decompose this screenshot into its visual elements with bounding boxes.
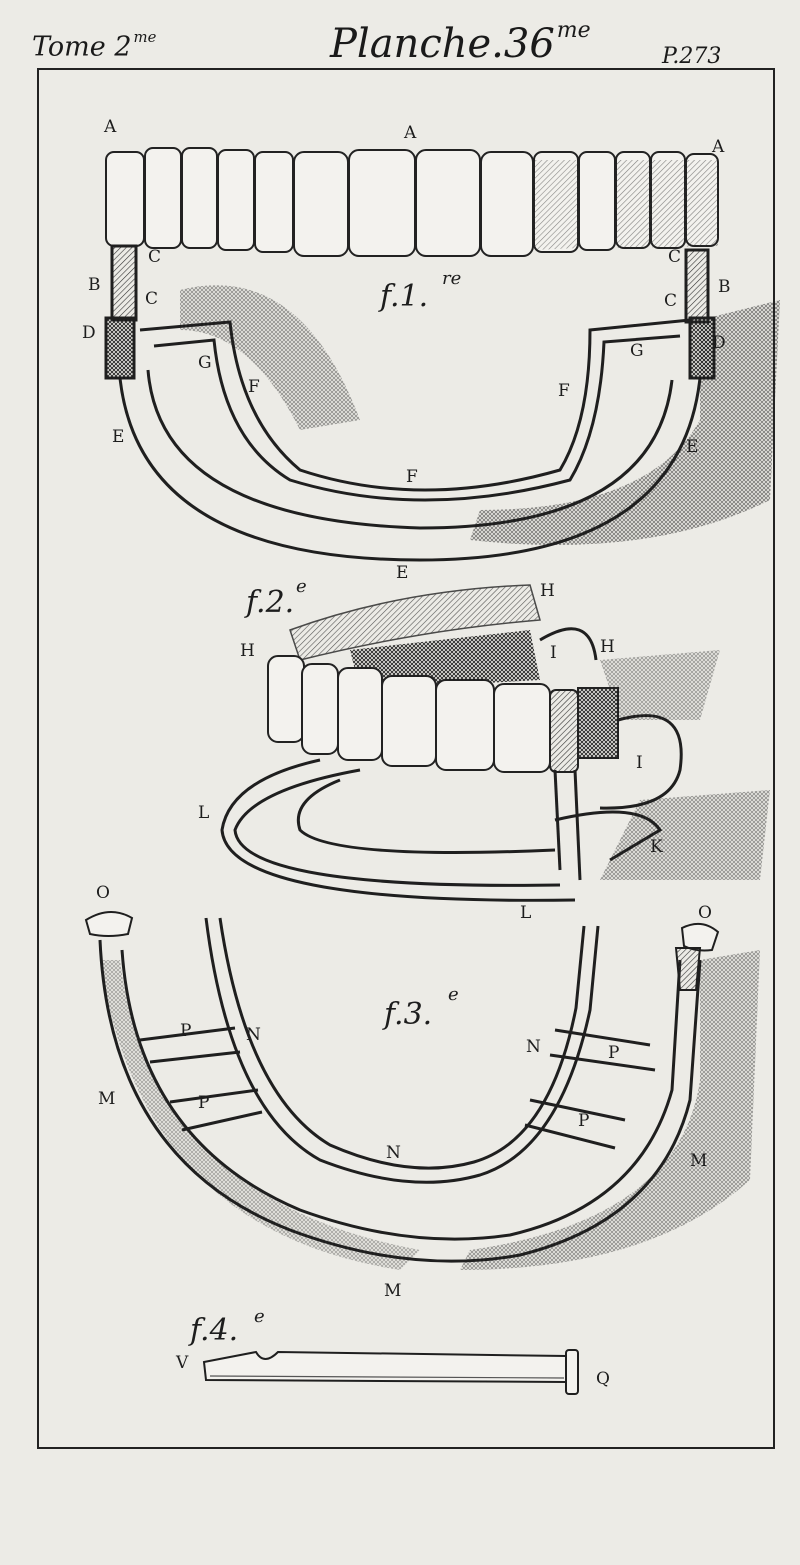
reference-letter-g: G bbox=[198, 353, 212, 373]
reference-letter-c: C bbox=[664, 291, 677, 311]
reference-letter-m: M bbox=[384, 1281, 401, 1301]
fig3-caption-sup: e bbox=[448, 984, 459, 1005]
fig2-caption: f.2. bbox=[244, 585, 294, 620]
reference-letter-a: A bbox=[403, 123, 417, 143]
fig1-caption: f.1. bbox=[378, 279, 428, 314]
reference-letter-e: E bbox=[686, 437, 698, 457]
fig2-labels: H H H I I K L L f.2. e bbox=[198, 576, 663, 923]
reference-letter-p: P bbox=[198, 1093, 209, 1113]
reference-letter-p: P bbox=[578, 1111, 589, 1131]
fig3-caption: f.3. bbox=[382, 997, 432, 1032]
fig4-caption: f.4. bbox=[188, 1313, 238, 1348]
reference-letter-g: G bbox=[630, 341, 644, 361]
reference-letter-p: P bbox=[608, 1043, 619, 1063]
figure-3-frame: O O M M M N N N P P P P f.3. e bbox=[84, 883, 760, 1301]
volume-text: Tome 2 bbox=[32, 31, 132, 63]
reference-letter-m: M bbox=[690, 1151, 707, 1171]
reference-letter-o: O bbox=[96, 883, 110, 903]
reference-letter-m: M bbox=[98, 1089, 115, 1109]
fig1-caption-sup: re bbox=[442, 268, 461, 289]
page-number: P.273 bbox=[662, 44, 722, 69]
reference-letter-a: A bbox=[103, 117, 117, 137]
reference-letter-f: F bbox=[248, 377, 260, 397]
reference-letter-c: C bbox=[668, 247, 681, 267]
fig4-caption-sup: e bbox=[254, 1306, 265, 1327]
fig2-teeth-row bbox=[267, 655, 619, 773]
fig3-knobs bbox=[84, 911, 720, 991]
plate-sup: me bbox=[556, 18, 591, 43]
reference-letter-a: A bbox=[711, 137, 725, 157]
plate-frame bbox=[37, 68, 775, 1449]
reference-letter-b: B bbox=[718, 277, 731, 297]
plate-text: Planche.36 bbox=[330, 20, 555, 67]
reference-letter-p: P bbox=[180, 1021, 191, 1041]
fig3-labels: O O M M M N N N P P P P f.3. e bbox=[96, 883, 712, 1301]
reference-letter-o: O bbox=[698, 903, 712, 923]
fig1-teeth-row bbox=[105, 147, 719, 257]
reference-letter-h: H bbox=[600, 637, 615, 657]
reference-letter-f: F bbox=[406, 467, 418, 487]
reference-letter-v: V bbox=[175, 1353, 189, 1373]
reference-letter-q: Q bbox=[596, 1369, 610, 1389]
fig4-labels: V Q f.4. e bbox=[175, 1306, 610, 1389]
reference-letter-n: N bbox=[526, 1037, 541, 1057]
plate-title: Planche.36me bbox=[330, 18, 591, 67]
fig3-arches bbox=[98, 917, 702, 1263]
reference-letter-c: C bbox=[148, 247, 161, 267]
figure-2-denture: H H H I I K L L f.2. e bbox=[198, 576, 770, 923]
figure-4-rod: V Q f.4. e bbox=[175, 1306, 610, 1395]
figure-1-denture: A A A B B C C C C D D E E E F F F G G f.… bbox=[82, 117, 780, 583]
fig1-labels: A A A B B C C C C D D E E E F F F G G f.… bbox=[82, 117, 731, 583]
reference-letter-i: I bbox=[636, 753, 643, 773]
reference-letter-l: L bbox=[520, 903, 531, 923]
volume-sup: me bbox=[133, 28, 157, 46]
reference-letter-d: D bbox=[712, 333, 726, 353]
reference-letter-n: N bbox=[246, 1025, 261, 1045]
reference-letter-n: N bbox=[386, 1143, 401, 1163]
reference-letter-f: F bbox=[558, 381, 570, 401]
reference-letter-h: H bbox=[540, 581, 555, 601]
fig1-spring-frame bbox=[104, 244, 716, 562]
reference-letter-i: I bbox=[550, 643, 557, 663]
reference-letter-d: D bbox=[82, 323, 96, 343]
reference-letter-b: B bbox=[88, 275, 101, 295]
reference-letter-k: K bbox=[650, 837, 663, 857]
reference-letter-e: E bbox=[112, 427, 124, 447]
reference-letter-e: E bbox=[396, 563, 408, 583]
fig2-caption-sup: e bbox=[296, 576, 307, 597]
reference-letter-c: C bbox=[145, 289, 158, 309]
reference-letter-l: L bbox=[198, 803, 209, 823]
reference-letter-h: H bbox=[240, 641, 255, 661]
